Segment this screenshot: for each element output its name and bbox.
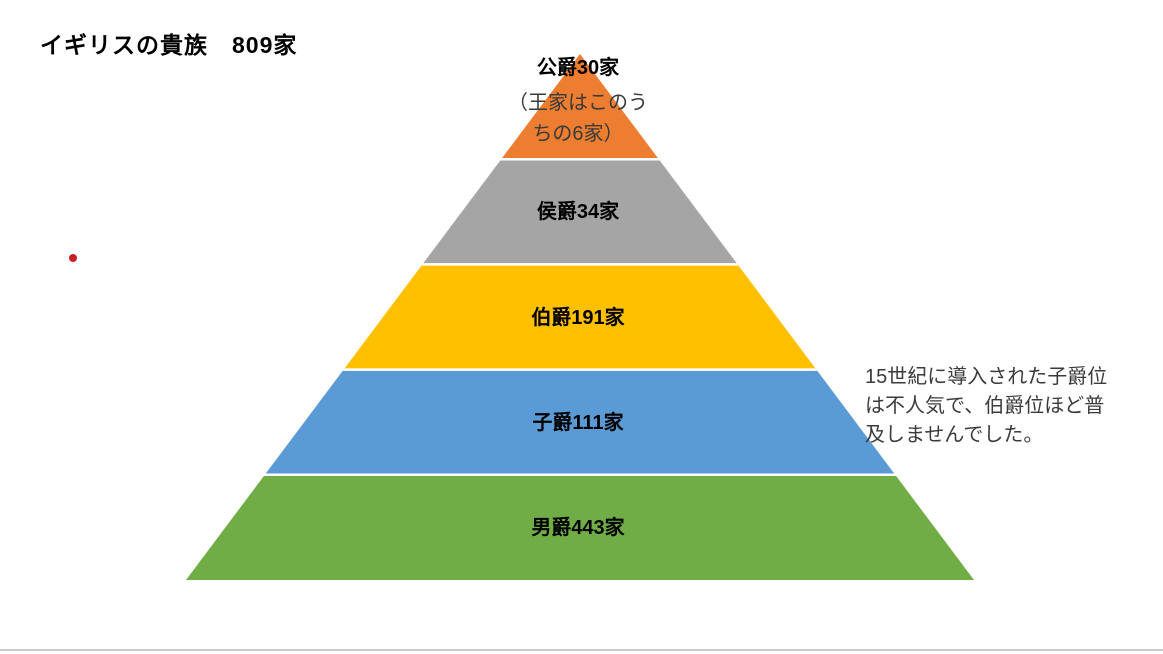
slide-bottom-border	[0, 649, 1163, 651]
pyramid-layer-shape-男爵	[186, 474, 974, 580]
pyramid-layer-shape-侯爵	[422, 159, 738, 265]
page-title: イギリスの貴族 809家	[40, 32, 298, 58]
pyramid-layer-shape-伯爵	[343, 264, 817, 370]
pyramid-layer-shape-公爵	[501, 54, 659, 160]
viscount-annotation-text: 15世紀に導入された子爵位は不人気で、伯爵位ほど普及しませんでした。	[865, 366, 1108, 446]
red-bullet-icon	[69, 254, 77, 262]
pyramid-layer-shape-子爵	[264, 369, 896, 475]
